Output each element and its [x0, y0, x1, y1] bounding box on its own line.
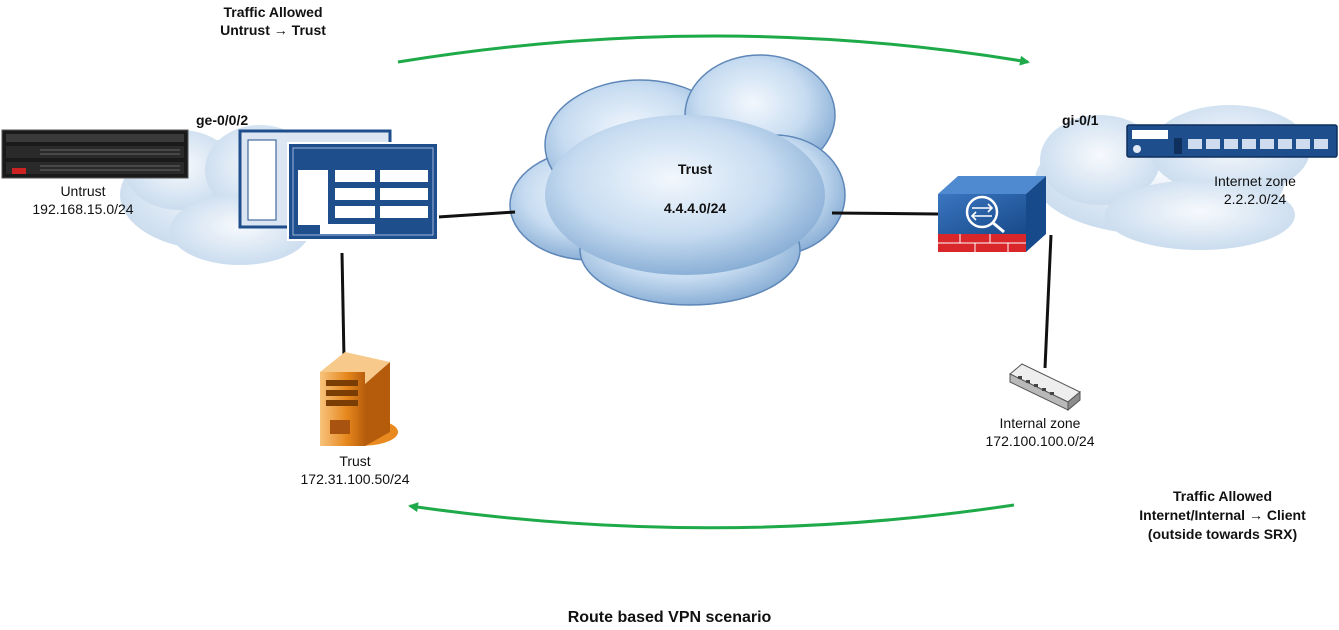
- trust-server-name: Trust: [339, 453, 371, 469]
- trust-server-subnet: 172.31.100.50/24: [300, 471, 410, 487]
- left-interface-label: ge-0/0/2: [196, 112, 249, 128]
- center-cloud-name: Trust: [677, 161, 713, 177]
- traffic-arrow-bottom: [408, 502, 1015, 530]
- hub-icon: [1009, 363, 1081, 412]
- rack-server-icon: [1, 129, 189, 179]
- juniper-router-icon: [1126, 124, 1338, 158]
- internet-zone-subnet: 2.2.2.0/24: [1223, 191, 1287, 207]
- traffic-top-line2: Untrust → Trust: [220, 22, 326, 38]
- traffic-bottom-line2: Internet/Internal → Client: [1139, 507, 1306, 523]
- untrust-subnet: 192.168.15.0/24: [32, 201, 134, 217]
- traffic-bottom-line3: (outside towards SRX): [1147, 526, 1298, 542]
- traffic-arrow-top: [397, 34, 1030, 66]
- tower-server-icon: [320, 352, 398, 446]
- switch-chassis-icon: [238, 129, 439, 241]
- traffic-top-line1: Traffic Allowed: [223, 4, 323, 20]
- untrust-name: Untrust: [60, 183, 106, 199]
- right-interface-label: gi-0/1: [1062, 112, 1099, 128]
- internal-zone-name: Internal zone: [999, 415, 1081, 431]
- connection-lines: [340, 210, 1053, 369]
- diagram-title: Route based VPN scenario: [567, 609, 772, 626]
- center-cloud-subnet: 4.4.4.0/24: [663, 200, 727, 216]
- internal-zone-subnet: 172.100.100.0/24: [985, 433, 1095, 449]
- internet-zone-name: Internet zone: [1214, 173, 1296, 189]
- traffic-bottom-line1: Traffic Allowed: [1172, 488, 1273, 504]
- trust-cloud: [509, 54, 846, 306]
- asa-firewall-icon: [938, 176, 1046, 252]
